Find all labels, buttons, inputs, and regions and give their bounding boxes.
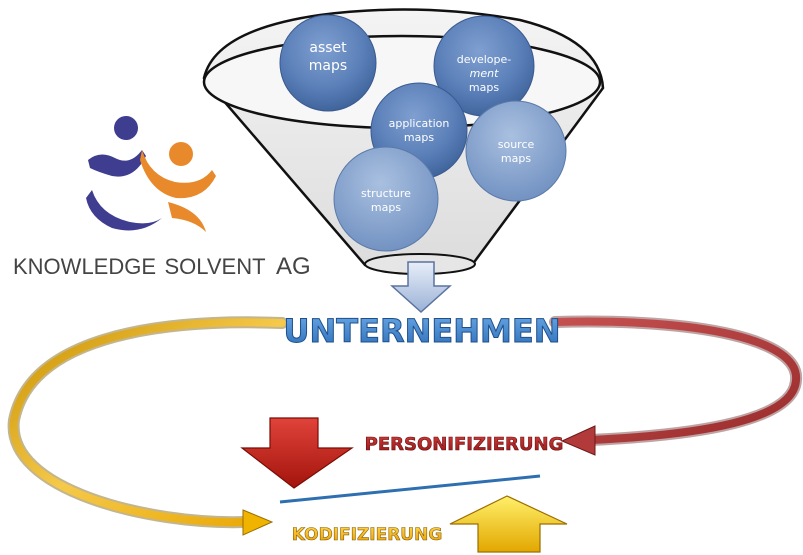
logo-figures-icon (86, 116, 216, 232)
svg-text:maps: maps (404, 131, 434, 144)
logo-name: KNOWLEDGE SOLVENT AG (13, 253, 311, 280)
svg-text:application: application (389, 117, 450, 130)
right-curve-arrowhead-icon (560, 425, 596, 456)
svg-text:maps: maps (469, 81, 499, 94)
map-source: source maps (465, 100, 567, 202)
svg-text:ment: ment (470, 67, 499, 80)
funnel-down-arrow-icon (390, 261, 452, 314)
svg-text:source: source (498, 138, 535, 151)
map-development: develope- ment maps (433, 15, 535, 117)
red-down-arrow-icon (240, 417, 354, 489)
svg-text:develope-: develope- (457, 53, 512, 66)
company-logo: KNOWLEDGE SOLVENT AG (13, 116, 311, 280)
kodifizierung-label: KODIFIZIERUNG (292, 525, 443, 545)
left-curve-arrowhead-icon (242, 509, 274, 536)
divider-line (279, 474, 541, 504)
map-structure: structure maps (333, 146, 439, 252)
svg-text:asset: asset (309, 40, 347, 56)
personifizierung-label: PERSONIFIZIERUNG (365, 434, 564, 455)
svg-text:structure: structure (361, 187, 411, 200)
unternehmen-label: UNTERNEHMEN (284, 312, 561, 350)
yellow-up-arrow-icon (449, 495, 568, 553)
svg-text:maps: maps (371, 201, 401, 214)
funnel: asset maps develope- ment maps applicati… (202, 8, 605, 275)
left-cycle-curve (9, 318, 286, 527)
right-cycle-curve (551, 317, 801, 444)
map-asset: asset maps (279, 14, 377, 112)
svg-text:maps: maps (309, 58, 347, 74)
svg-text:maps: maps (501, 152, 531, 165)
